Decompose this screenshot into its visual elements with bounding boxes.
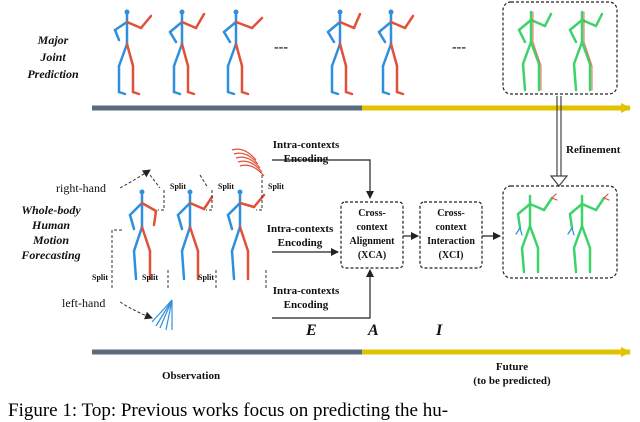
top-skeleton-1 <box>113 9 153 96</box>
stage-a-label: A <box>368 322 379 339</box>
top-prediction-skeleton-2 <box>568 10 604 92</box>
xci-box <box>419 201 483 269</box>
split-label-2: Split <box>218 182 235 191</box>
figure-caption: Figure 1: Top: Previous works focus on p… <box>8 400 449 421</box>
ellipsis-2: --- <box>452 40 466 55</box>
observation-label: Observation <box>162 370 221 382</box>
top-skeleton-3 <box>222 9 264 96</box>
major-joint-prediction-label: Major Joint Prediction <box>27 33 79 81</box>
intra-encoding-bottom: Intra-contexts Encoding <box>272 285 340 311</box>
bottom-prediction-box <box>502 185 618 279</box>
xca-box <box>340 201 404 269</box>
ellipsis-1: --- <box>274 40 288 55</box>
left-hand-detail <box>151 299 173 331</box>
refinement-arrow <box>549 96 569 187</box>
top-skeleton-4 <box>326 9 362 96</box>
stage-e-label: E <box>306 322 317 339</box>
body-skeleton-1 <box>128 189 158 281</box>
split-label-3: Split <box>268 182 285 191</box>
future-label: Future (to be predicted) <box>473 361 551 387</box>
refinement-label: Refinement <box>566 144 621 156</box>
right-hand-detail <box>231 148 265 177</box>
split-label-6: Split <box>198 273 215 282</box>
split-label-4: Split <box>92 273 109 282</box>
xci-label: Cross- context Interaction (XCI) <box>427 208 475 261</box>
right-hand-label: right-hand <box>56 181 106 195</box>
xca-label: Cross- context Alignment (XCA) <box>349 208 395 261</box>
encoding-flow-lines <box>272 159 501 319</box>
split-label-1: Split <box>170 182 187 191</box>
bottom-prediction-skeleton-1 <box>515 193 558 274</box>
body-skeleton-2 <box>176 189 214 281</box>
bottom-prediction-skeleton-2 <box>567 193 610 274</box>
body-skeleton-3 <box>226 189 266 281</box>
top-prediction-box <box>502 1 618 95</box>
split-brackets <box>111 174 267 290</box>
left-hand-label: left-hand <box>62 296 106 310</box>
split-label-5: Split <box>142 273 159 282</box>
top-skeleton-2 <box>168 9 206 96</box>
intra-encoding-top: Intra-contexts Encoding <box>272 139 340 165</box>
right-hand-pointer <box>119 169 151 189</box>
stage-i-label: I <box>436 322 443 339</box>
left-hand-pointer <box>119 301 153 320</box>
top-prediction-skeleton-1 <box>517 10 553 92</box>
intra-encoding-mid: Intra-contexts Encoding <box>266 223 334 249</box>
whole-body-label: Whole-body Human Motion Forecasting <box>21 203 81 262</box>
top-skeleton-5 <box>377 9 415 96</box>
